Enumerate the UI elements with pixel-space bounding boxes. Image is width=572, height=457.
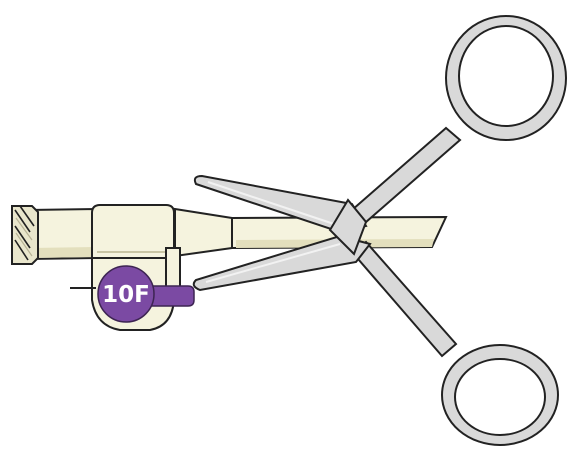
- catheter-icon: 10F: [11, 204, 448, 331]
- scissors-icon: [192, 15, 567, 446]
- scissors-lower-handle: [350, 240, 559, 446]
- scissors-upper-handle: [350, 15, 567, 224]
- luer-connector: [11, 205, 39, 265]
- scissors-upper-blade: [193, 174, 368, 234]
- scissors-pivot: [328, 198, 368, 256]
- scissors-lower-blade: [192, 234, 372, 292]
- size-badge: 10F: [97, 265, 195, 323]
- size-label: 10F: [102, 282, 150, 308]
- catheter-hub-shade: [30, 247, 95, 258]
- catheter-taper: [174, 207, 233, 258]
